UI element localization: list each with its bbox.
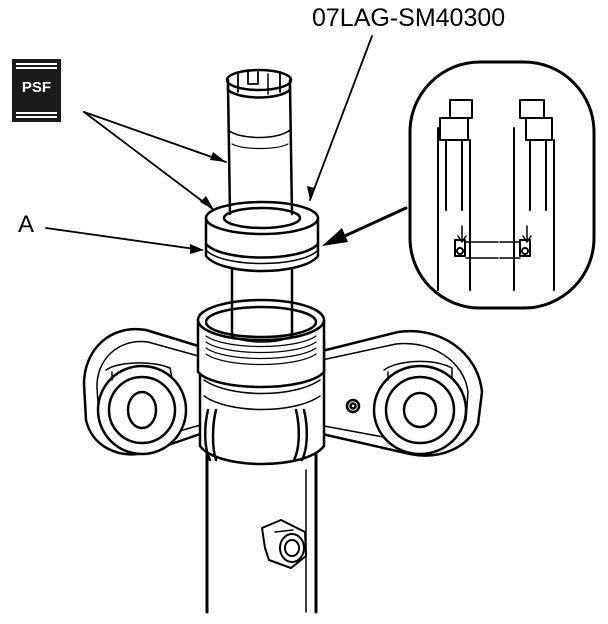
piston-rod [230,264,294,343]
inset-pointer-arrow [322,206,408,246]
ring-collar [204,200,320,273]
detail-inset [408,60,596,310]
psf-badge: PSF [12,59,61,122]
leader-lines [45,35,373,251]
shock-body [205,438,318,614]
mounting-bracket [82,327,484,457]
tool-part-number-label: 07LAG-SM40300 [312,4,506,32]
threaded-collar [196,298,326,389]
callout-label-a: A [18,211,35,238]
body-fitting [261,519,307,569]
arrowheads [190,152,315,254]
special-tool [225,68,294,216]
psf-badge-text: PSF [21,79,52,96]
